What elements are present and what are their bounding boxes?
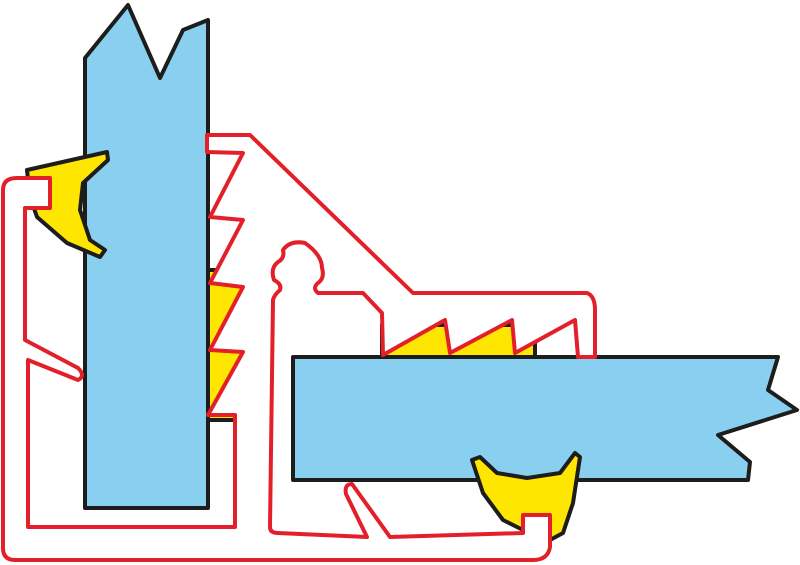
vertical-glass-pane (83, 3, 210, 510)
bottom-gasket (470, 451, 582, 542)
horizontal-glass-pane (291, 355, 799, 482)
corner-profile (1, 133, 597, 562)
